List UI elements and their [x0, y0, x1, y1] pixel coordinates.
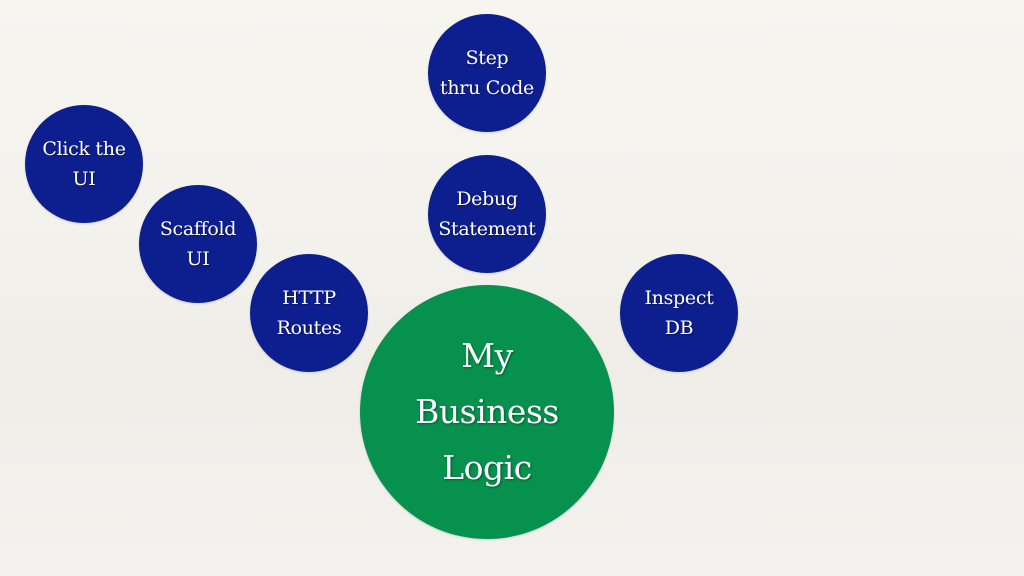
my-business-logic-core-node: My Business Logic — [360, 285, 614, 539]
inspect-db-line-1: Inspect — [644, 287, 714, 309]
step-thru-code-line-1: Step — [465, 47, 509, 69]
inspect-db-label: Inspect DB — [644, 283, 713, 343]
step-thru-code-line-2: thru Code — [440, 77, 534, 99]
core-line-3: Logic — [442, 448, 532, 487]
step-thru-code-node: Step thru Code — [428, 14, 546, 132]
click-the-ui-label: Click the UI — [42, 134, 126, 194]
click-the-ui-node: Click the UI — [25, 105, 143, 223]
click-the-ui-line-2: UI — [72, 168, 96, 190]
debug-statement-node: Debug Statement — [428, 155, 546, 273]
http-routes-line-2: Routes — [276, 317, 342, 339]
scaffold-ui-line-1: Scaffold — [159, 218, 237, 240]
inspect-db-line-2: DB — [664, 317, 694, 339]
my-business-logic-label: My Business Logic — [415, 328, 559, 496]
core-line-2: Business — [415, 392, 559, 431]
http-routes-node: HTTP Routes — [250, 254, 368, 372]
http-routes-label: HTTP Routes — [277, 283, 342, 343]
debug-statement-line-2: Statement — [438, 218, 536, 240]
step-thru-code-label: Step thru Code — [440, 43, 534, 103]
scaffold-ui-line-2: UI — [186, 248, 210, 270]
core-line-1: My — [461, 336, 513, 375]
inspect-db-node: Inspect DB — [620, 254, 738, 372]
debug-statement-label: Debug Statement — [438, 184, 536, 244]
http-routes-line-1: HTTP — [282, 287, 336, 309]
click-the-ui-line-1: Click the — [42, 138, 126, 160]
debug-statement-line-1: Debug — [456, 188, 518, 210]
scaffold-ui-label: Scaffold UI — [159, 214, 237, 274]
scaffold-ui-node: Scaffold UI — [139, 185, 257, 303]
